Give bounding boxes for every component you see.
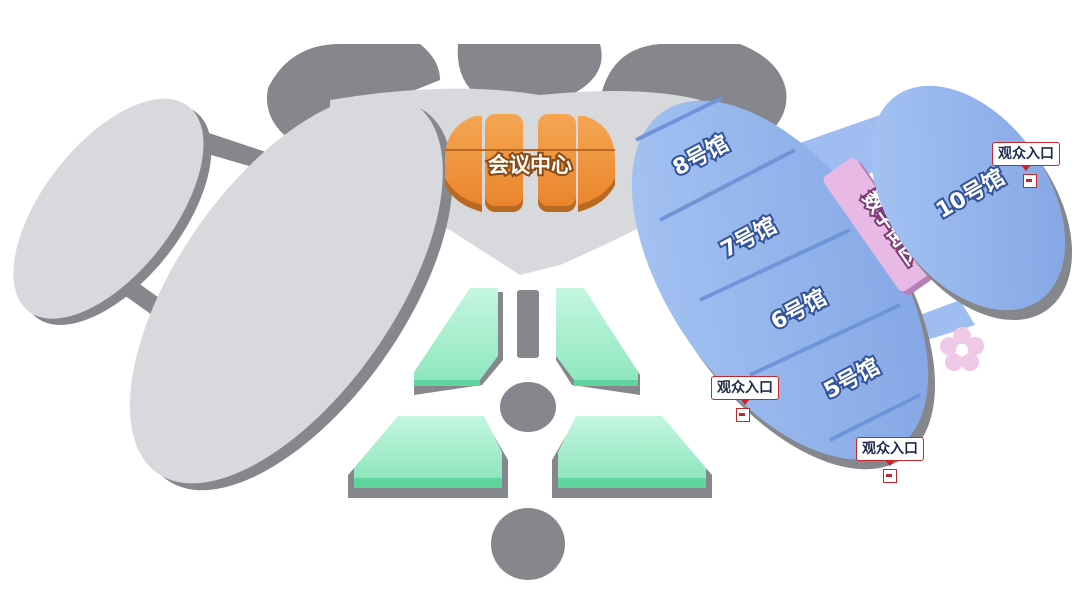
entrance-bottom[interactable]: 观众入口 xyxy=(856,437,924,483)
conference-center: 会议中心 xyxy=(445,114,615,212)
entrance-icon xyxy=(1023,174,1037,188)
digital-street xyxy=(823,158,937,295)
halls-5-8-building: 8号馆 7号馆 6号馆 5号馆 xyxy=(631,96,936,470)
flower-icon xyxy=(940,327,984,371)
green-blocks xyxy=(348,288,712,498)
far-left-building xyxy=(13,98,212,325)
conference-center-label: 会议中心 xyxy=(488,153,572,177)
entrance-label: 观众入口 xyxy=(992,142,1060,166)
entrance-icon xyxy=(736,408,750,422)
entrance-pin-icon xyxy=(740,399,750,405)
entrance-pin-icon xyxy=(1021,165,1031,171)
small-gray-circle xyxy=(500,382,556,432)
entrance-icon xyxy=(883,469,897,483)
bottom-gray-circle xyxy=(491,508,565,580)
entrance-label: 观众入口 xyxy=(711,376,779,400)
entrance-top-right[interactable]: 观众入口 xyxy=(992,142,1060,188)
large-left-building xyxy=(129,94,453,491)
entrance-pin-icon xyxy=(885,460,895,466)
entrance-label: 观众入口 xyxy=(856,437,924,461)
entrance-left[interactable]: 观众入口 xyxy=(711,376,779,422)
